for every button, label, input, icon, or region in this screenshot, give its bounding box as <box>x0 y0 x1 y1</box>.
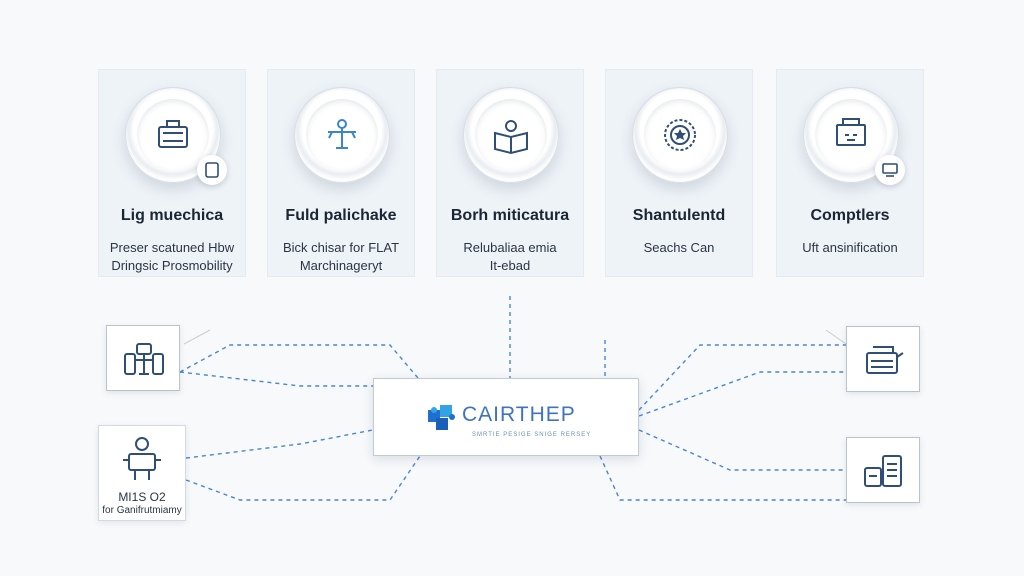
connector-right-4 <box>599 455 846 501</box>
left-node-robot: MI1S O2 for Ganifrutmiamy <box>98 425 186 521</box>
node-sublabel: for Ganifrutmiamy <box>102 505 182 516</box>
connector-left-3 <box>185 429 374 459</box>
presenter-desk-icon <box>328 119 356 149</box>
connector-right-2 <box>638 371 846 417</box>
card-description: Seachs Can <box>643 240 715 255</box>
card-4: Shantulentd Seachs Can <box>605 69 753 277</box>
card-2: Fuld palichake Bick chisar for FLAT Marc… <box>267 69 415 277</box>
hub-title: CAIRTHEP <box>462 403 576 426</box>
connector-right-3 <box>638 429 846 471</box>
node-label: MI1S O2 <box>118 490 166 504</box>
card-description: Preser scatuned Hbw Dringsic Prosmobilit… <box>109 240 235 273</box>
card-title: Shantulentd <box>632 207 726 224</box>
connector-left-4 <box>185 455 421 501</box>
robot-icon <box>123 437 161 480</box>
connector-left-2 <box>179 371 373 387</box>
printer-icon <box>866 346 904 374</box>
left-node-machinery <box>106 325 180 391</box>
card-5: Comptlers Uft ansinification <box>776 69 924 277</box>
card-title: Fuld palichake <box>285 207 397 224</box>
puzzle-logo-icon <box>428 405 455 430</box>
card-title: Borh miticatura <box>450 207 570 224</box>
central-hub: CAIRTHEP SMRTIE PESIGE SNIGE RERSEY <box>373 378 639 456</box>
card-3: Borh miticatura Relubaliaa emia It-ebad <box>436 69 584 277</box>
monitor-icon <box>836 118 866 146</box>
card-description: Bick chisar for FLAT Marchinageryt <box>282 240 400 273</box>
connector-left-1 <box>179 344 419 379</box>
server-rack-icon <box>864 455 902 487</box>
toolbox-icon <box>158 120 188 148</box>
computer-icon <box>882 163 898 177</box>
card-title: Lig muechica <box>120 207 224 224</box>
card-description: Uft ansinification <box>802 240 898 255</box>
card-1: Lig muechica Preser scatuned Hbw Dringsi… <box>98 69 246 277</box>
card-description: Relubaliaa emia It-ebad <box>463 240 557 273</box>
device-icon <box>205 162 219 178</box>
gear-badge-icon <box>664 119 696 151</box>
book-reader-icon <box>494 120 528 155</box>
connector-right-1 <box>638 344 846 411</box>
machinery-icon <box>124 343 164 375</box>
hub-subtitle: SMRTIE PESIGE SNIGE RERSEY <box>472 432 592 438</box>
right-node-server <box>846 437 920 503</box>
card-title: Comptlers <box>810 207 890 224</box>
right-node-printer <box>846 326 920 392</box>
